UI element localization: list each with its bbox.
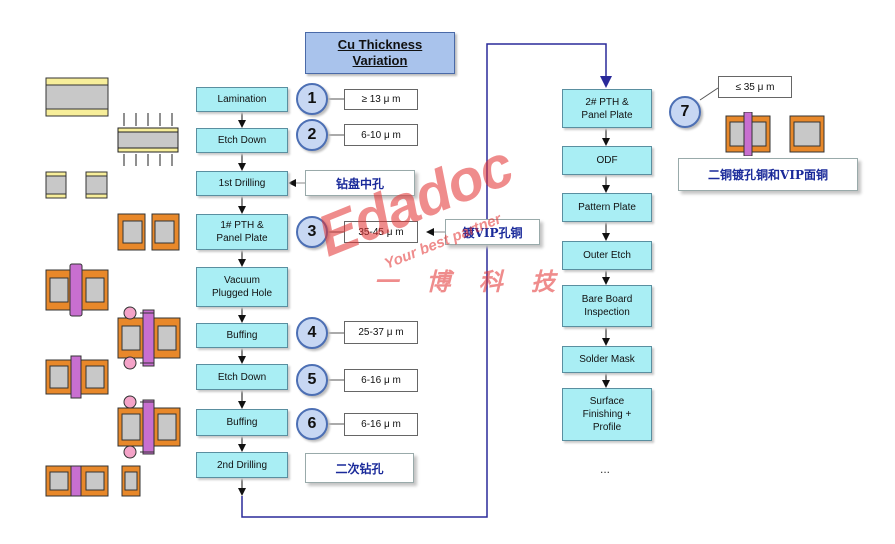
thickness-value-4: 25-37 μ m — [344, 321, 418, 344]
column-connector — [241, 43, 612, 518]
marker-7: 7 — [669, 96, 701, 128]
marker-1: 1 — [296, 83, 328, 115]
cross-section-panel-plated — [117, 213, 180, 251]
page-title: Cu Thickness Variation — [305, 32, 455, 74]
step-buffing-1: Buffing — [196, 323, 288, 348]
step-surface-finishing-profile: Surface Finishing + Profile — [562, 388, 652, 441]
marker-3: 3 — [296, 216, 328, 248]
step-outer-etch: Outer Etch — [562, 241, 652, 270]
step-etch-down-2: Etch Down — [196, 364, 288, 390]
marker-4: 4 — [296, 317, 328, 349]
note-vip-hole-copper: 镀VIP孔铜 — [445, 219, 540, 245]
flow-continues-ellipsis: ... — [600, 462, 611, 476]
title-line-1: Cu Thickness — [337, 37, 423, 52]
step-etch-down: Etch Down — [196, 128, 288, 153]
cross-section-etch-down-2 — [45, 355, 109, 399]
thickness-value-2: 6-10 μ m — [344, 124, 418, 146]
watermark-cn: 一 博 科 技 — [374, 268, 566, 296]
thickness-value-7: ≤ 35 μ m — [718, 76, 792, 98]
note-second-copper-plating: 二铜镀孔铜和VIP面铜 — [678, 158, 858, 191]
step-pattern-plate: Pattern Plate — [562, 193, 652, 222]
marker-5: 5 — [296, 364, 328, 396]
marker-6: 6 — [296, 408, 328, 440]
step-bare-board-inspection: Bare Board Inspection — [562, 285, 652, 327]
cross-section-second-drilling — [45, 465, 141, 497]
note-second-drilling: 二次钻孔 — [305, 453, 414, 483]
cross-section-illustrations — [45, 77, 181, 497]
thickness-value-1: ≥ 13 μ m — [344, 89, 418, 110]
thickness-value-6: 6-16 μ m — [344, 413, 418, 436]
thickness-value-3: 35-45 μ m — [344, 221, 418, 243]
step-2nd-drilling: 2nd Drilling — [196, 452, 288, 478]
cross-section-lamination — [45, 77, 109, 117]
marker-2: 2 — [296, 119, 328, 151]
note-drill-center-hole: 钻盘中孔 — [305, 170, 415, 196]
cross-section-second-copper — [725, 112, 825, 156]
step-odf: ODF — [562, 146, 652, 175]
step-lamination: Lamination — [196, 87, 288, 112]
cross-section-drilled — [45, 171, 108, 199]
cross-section-buffing-1 — [117, 306, 181, 370]
step-1-pth-panel-plate: 1# PTH & Panel Plate — [196, 214, 288, 250]
cross-section-buffing-2 — [117, 395, 181, 459]
thickness-value-5: 6-16 μ m — [344, 369, 418, 392]
step-vacuum-plugged-hole: Vacuum Plugged Hole — [196, 267, 288, 307]
cross-section-etch-down — [117, 113, 179, 166]
step-1st-drilling: 1st Drilling — [196, 171, 288, 196]
step-buffing-2: Buffing — [196, 409, 288, 436]
cross-section-plugged — [45, 263, 109, 317]
step-2-pth-panel-plate: 2# PTH & Panel Plate — [562, 89, 652, 128]
step-solder-mask: Solder Mask — [562, 346, 652, 373]
title-line-2: Variation — [352, 53, 408, 68]
